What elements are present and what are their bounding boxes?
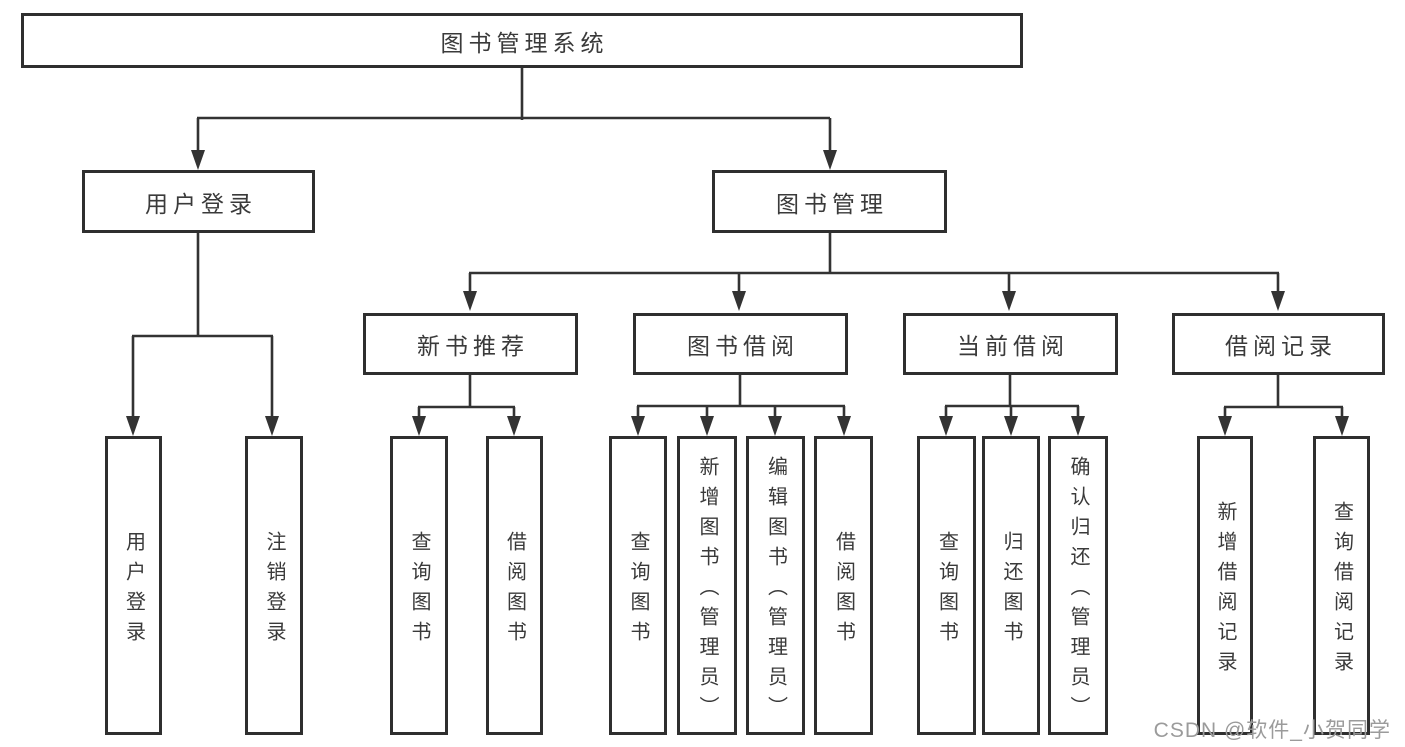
node-label: 图书借阅 — [687, 333, 799, 359]
node-label: 图书管理系统 — [440, 29, 609, 56]
watermark: CSDN @软件_小贺同学 — [1153, 719, 1391, 742]
node-leaf-bb-query-books: 查询图书 — [609, 436, 667, 735]
node-label: 新增图书（管理员） — [696, 455, 718, 726]
node-label: 查询图书 — [408, 530, 430, 651]
node-label: 借阅图书 — [832, 530, 855, 651]
node-label: 查询图书 — [935, 530, 958, 651]
node-label: 用户登录 — [122, 530, 145, 651]
node-current-borrowing: 当前借阅 — [903, 313, 1118, 375]
node-label: 用户登录 — [145, 190, 257, 217]
node-leaf-nbr-query-books: 查询图书 — [390, 436, 448, 735]
node-leaf-nbr-borrow-books: 借阅图书 — [486, 436, 543, 735]
node-label: 注销登录 — [263, 530, 285, 651]
node-leaf-user-login: 用户登录 — [105, 436, 162, 735]
node-user-login: 用户登录 — [82, 170, 315, 233]
node-leaf-br-add-record: 新增借阅记录 — [1197, 436, 1253, 735]
node-leaf-bb-edit-books-admin: 编辑图书（管理员） — [746, 436, 805, 735]
node-leaf-logout: 注销登录 — [245, 436, 303, 735]
node-leaf-cb-return-books: 归还图书 — [982, 436, 1040, 735]
arrowheads — [126, 150, 1349, 436]
node-leaf-cb-query-books: 查询图书 — [917, 436, 976, 735]
node-label: 查询图书 — [627, 530, 649, 651]
node-root: 图书管理系统 — [21, 13, 1023, 68]
node-label: 查询借阅记录 — [1330, 500, 1353, 681]
node-label: 编辑图书（管理员） — [764, 455, 787, 726]
node-borrowing-records: 借阅记录 — [1172, 313, 1385, 375]
node-leaf-cb-confirm-return-admin: 确认归还（管理员） — [1048, 436, 1108, 735]
node-label: 借阅记录 — [1225, 333, 1337, 359]
node-book-management: 图书管理 — [712, 170, 947, 233]
node-label: 确认归还（管理员） — [1067, 455, 1089, 726]
node-new-book-recommend: 新书推荐 — [363, 313, 578, 375]
node-book-borrowing: 图书借阅 — [633, 313, 848, 375]
node-leaf-bb-borrow-books: 借阅图书 — [814, 436, 873, 735]
node-label: 新增借阅记录 — [1214, 500, 1236, 681]
node-leaf-bb-add-books-admin: 新增图书（管理员） — [677, 436, 737, 735]
node-label: 新书推荐 — [417, 333, 529, 359]
node-leaf-br-query-record: 查询借阅记录 — [1313, 436, 1370, 735]
node-label: 图书管理 — [776, 190, 888, 217]
node-label: 当前借阅 — [957, 333, 1069, 359]
node-label: 归还图书 — [1000, 530, 1022, 651]
node-label: 借阅图书 — [503, 530, 526, 651]
